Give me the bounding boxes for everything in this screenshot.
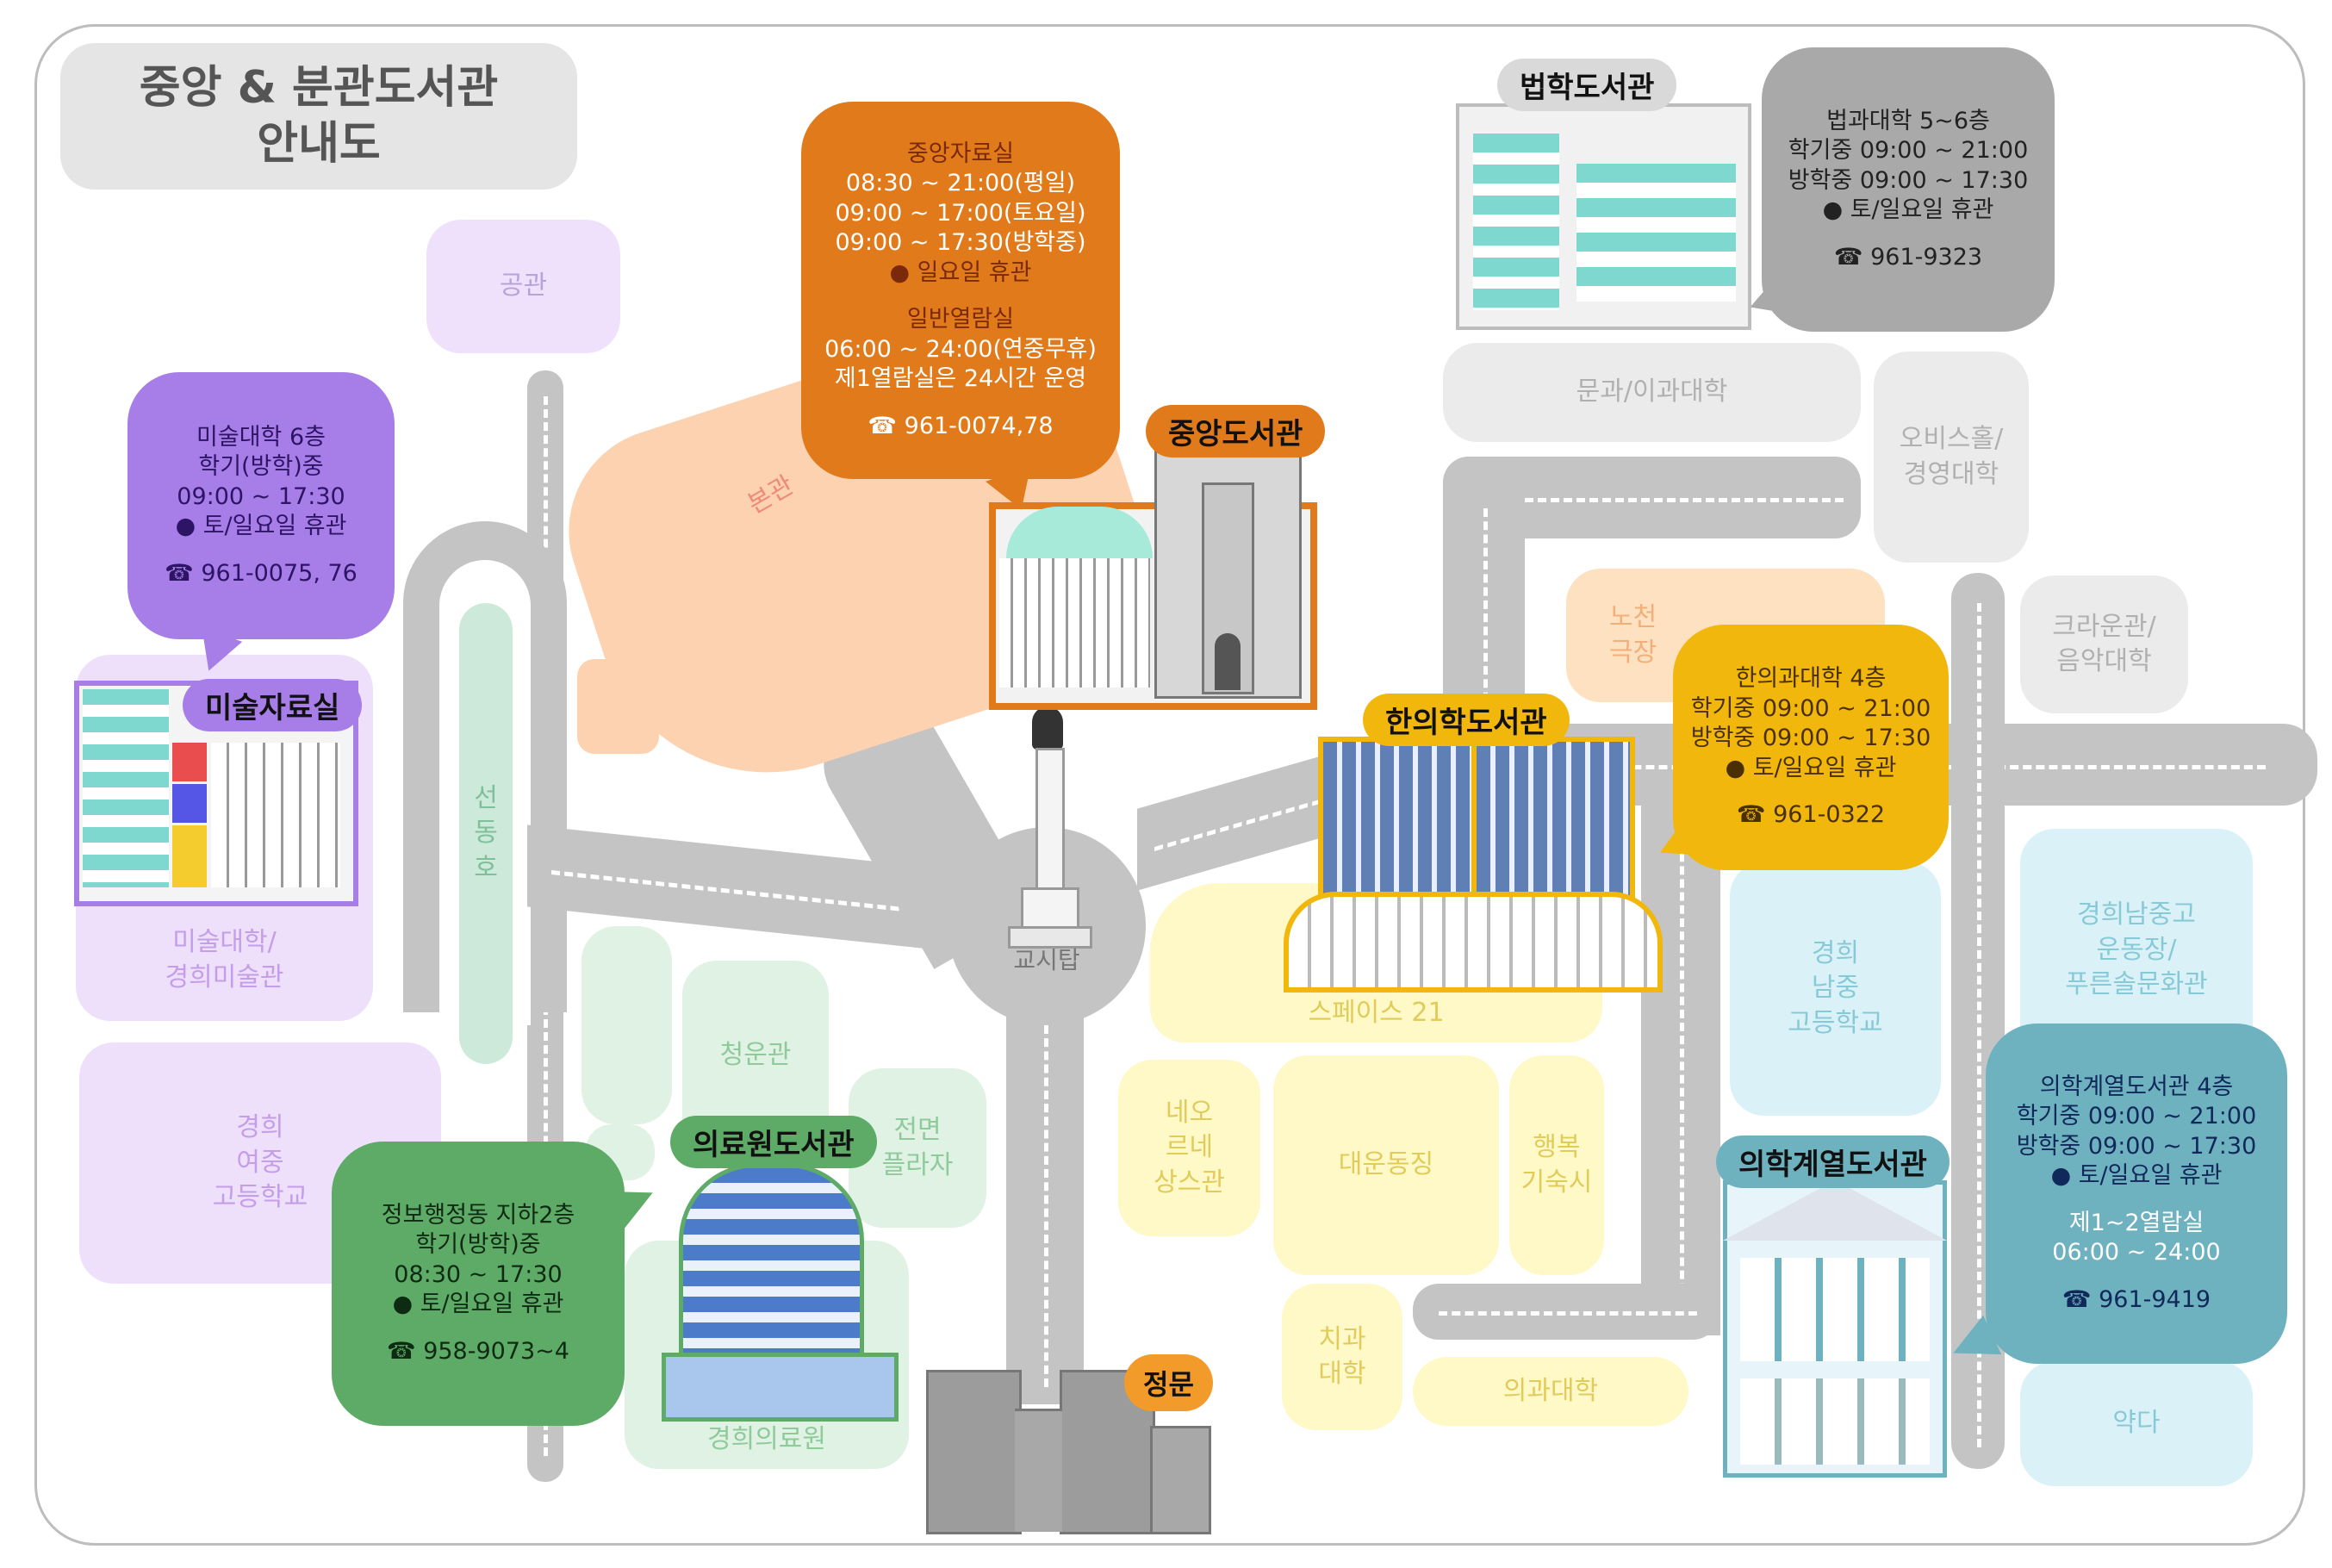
- zone-green-left: [581, 926, 672, 1124]
- zone-dental: 치과 대학: [1282, 1284, 1402, 1430]
- central-line2-2: 제1열람실은 24시간 운영: [834, 365, 1087, 393]
- hospital-line-1: 학기(방학)중: [415, 1231, 541, 1259]
- medical-line-0: 의학계열도서관 4층: [2039, 1073, 2234, 1100]
- map-title-line2: 안내도: [257, 118, 381, 170]
- library-tag-hospital[interactable]: 의료원도서관: [670, 1116, 877, 1168]
- art-line-0: 미술대학 6층: [196, 423, 326, 451]
- central-line2-0: 일반열람실: [906, 306, 1015, 333]
- library-tag-art[interactable]: 미술자료실: [183, 679, 363, 731]
- law-line-1: 학기중 09:00 ~ 21:00: [1788, 137, 2029, 165]
- central-line-2: 09:00 ~ 17:00(토요일): [835, 199, 1086, 227]
- law-line-3: ● 토/일요일 휴관: [1822, 196, 1994, 224]
- hospital-line-0: 정보행정동 지하2층: [381, 1201, 575, 1229]
- main-gate-tag[interactable]: 정문: [1124, 1354, 1213, 1411]
- info-bubble-art: 미술대학 6층 학기(방학)중 09:00 ~ 17:30 ● 토/일요일 휴관…: [127, 372, 395, 639]
- zone-bongwan-annex-2: [670, 681, 729, 750]
- zone-plaza: 전면 플라자: [849, 1068, 986, 1228]
- zone-dormitory: 행복 기숙시: [1509, 1055, 1604, 1275]
- medical-line2-1: 06:00 ~ 24:00: [2052, 1239, 2221, 1266]
- hospital-line-2: 08:30 ~ 17:30: [394, 1260, 563, 1288]
- zone-daeundongjing: 대운동징: [1273, 1055, 1499, 1275]
- library-tag-central[interactable]: 중앙도서관: [1146, 405, 1326, 457]
- oriental-line-3: ● 토/일요일 휴관: [1725, 754, 1897, 781]
- zone-munggwa: 문과/이과대학: [1443, 343, 1861, 442]
- info-bubble-law: 법과대학 5~6층 학기중 09:00 ~ 21:00 방학중 09:00 ~ …: [1762, 47, 2055, 332]
- info-bubble-central: 중앙자료실 08:30 ~ 21:00(평일) 09:00 ~ 17:00(토요…: [801, 102, 1120, 479]
- central-line-1: 08:30 ~ 21:00(평일): [845, 170, 1076, 197]
- oriental-line-2: 방학중 09:00 ~ 17:30: [1690, 725, 1931, 752]
- oriental-phone: ☎ 961-0322: [1736, 801, 1886, 829]
- info-bubble-oriental: 한의과대학 4층 학기중 09:00 ~ 21:00 방학중 09:00 ~ 1…: [1673, 625, 1949, 870]
- central-phone: ☎ 961-0074,78: [868, 412, 1054, 439]
- library-tag-law[interactable]: 법학도서관: [1497, 59, 1677, 111]
- zone-gonggwan: 공관: [426, 220, 620, 353]
- art-line-3: ● 토/일요일 휴관: [175, 513, 347, 540]
- medical-line-3: ● 토/일요일 휴관: [2050, 1162, 2223, 1190]
- zone-bongwan-annex-1: [577, 659, 659, 754]
- zone-seondongho: 선 동 호: [459, 603, 513, 1064]
- library-tag-medical[interactable]: 의학계열도서관: [1716, 1136, 1950, 1188]
- law-line-2: 방학중 09:00 ~ 17:30: [1788, 166, 2029, 194]
- oriental-line-1: 학기중 09:00 ~ 21:00: [1690, 694, 1931, 722]
- zone-pharmacy: 약다: [2020, 1361, 2253, 1486]
- central-line-3: 09:00 ~ 17:30(방학중): [835, 229, 1086, 257]
- info-bubble-medical: 의학계열도서관 4층 학기중 09:00 ~ 21:00 방학중 09:00 ~…: [1986, 1024, 2287, 1364]
- art-line-1: 학기(방학)중: [198, 453, 324, 481]
- zone-boys-school: 경희 남중 고등학교: [1730, 862, 1941, 1116]
- central-line-0: 중앙자료실: [906, 140, 1015, 167]
- info-bubble-hospital: 정보행정동 지하2층 학기(방학)중 08:30 ~ 17:30 ● 토/일요일…: [332, 1142, 625, 1426]
- law-phone: ☎ 961-9323: [1833, 243, 1983, 271]
- map-title-line1: 중앙 & 분관도서관: [139, 62, 499, 114]
- medical-line2-0: 제1~2열람실: [2068, 1209, 2205, 1236]
- central-line-4: ● 일요일 휴관: [889, 258, 1032, 286]
- medical-line-2: 방학중 09:00 ~ 17:30: [2016, 1132, 2257, 1160]
- gyosi-tower-label: 교시탑: [1013, 946, 1080, 974]
- zone-neo-renaissance: 네오 르네 상스관: [1118, 1060, 1260, 1236]
- zone-crown: 크라운관/ 음악대학: [2020, 576, 2188, 713]
- medical-phone: ☎ 961-9419: [2061, 1285, 2211, 1313]
- art-line-2: 09:00 ~ 17:30: [177, 482, 345, 510]
- hospital-phone: ☎ 958-9073~4: [386, 1337, 569, 1365]
- map-title: 중앙 & 분관도서관 안내도: [60, 43, 577, 190]
- law-line-0: 법과대학 5~6층: [1826, 107, 1990, 134]
- hospital-line-3: ● 토/일요일 휴관: [392, 1291, 564, 1318]
- oriental-line-0: 한의과대학 4층: [1735, 665, 1887, 693]
- zone-medical-college: 의과대학: [1413, 1357, 1688, 1426]
- art-phone: ☎ 961-0075, 76: [165, 559, 358, 587]
- zone-obiseu: 오비스홀/ 경영대학: [1874, 352, 2029, 563]
- library-tag-oriental[interactable]: 한의학도서관: [1363, 694, 1570, 746]
- central-line2-1: 06:00 ~ 24:00(연중무휴): [824, 335, 1097, 363]
- medical-line-1: 학기중 09:00 ~ 21:00: [2016, 1103, 2257, 1130]
